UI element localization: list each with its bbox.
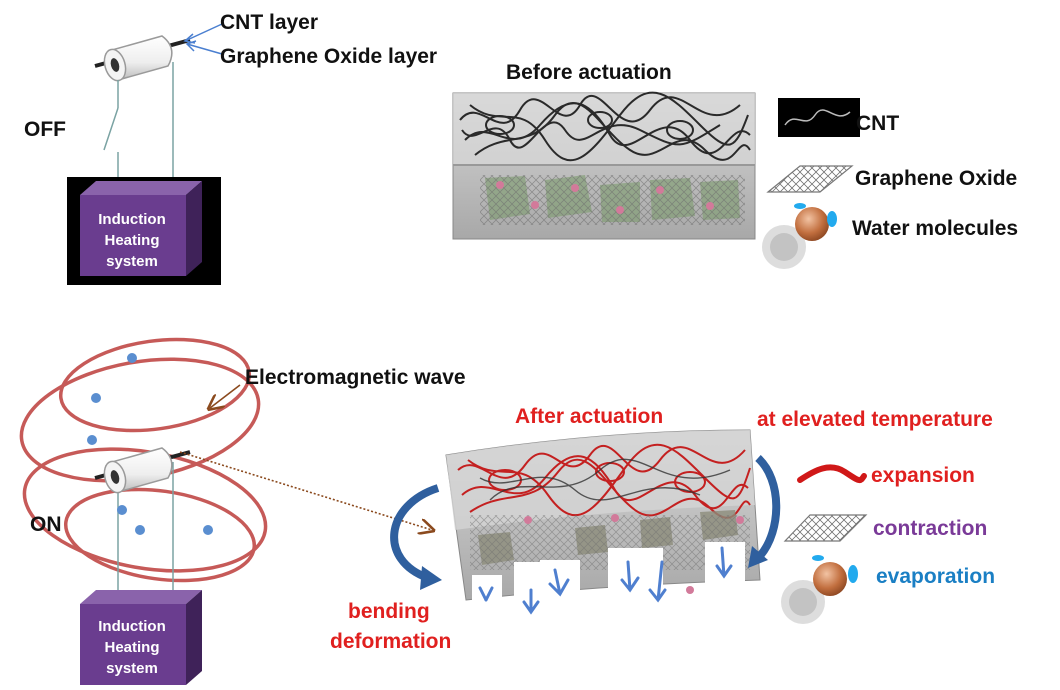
contraction-icon: [783, 514, 868, 542]
heater-label-top: Induction Heating system: [98, 211, 166, 270]
bending-arrow-left: [390, 484, 442, 590]
tube-actuator-top: [103, 35, 173, 82]
after-slab: [445, 429, 761, 601]
elevated-temperature-title: at elevated temperature: [757, 408, 993, 431]
open-switch: [103, 107, 119, 151]
evaporation-icon: [781, 555, 858, 624]
evaporation-arrows: [472, 542, 745, 617]
after-actuation-title: After actuation: [515, 405, 664, 428]
legend-water-molecules-label: Water molecules: [852, 217, 1019, 240]
heater-box-top: [67, 177, 221, 285]
cnt-layer-label: CNT layer: [220, 11, 319, 34]
cnt-layer-pointer: [183, 23, 223, 55]
before-actuation-title: Before actuation: [506, 61, 672, 84]
off-circuit: [94, 35, 191, 180]
heater-box-bottom: [80, 590, 202, 685]
legend-cnt-icon: [778, 98, 860, 137]
legend-cnt-label: CNT: [856, 112, 900, 135]
before-slab: [452, 91, 756, 240]
graphene-oxide-layer-label: Graphene Oxide layer: [220, 45, 438, 68]
wave-particles: [87, 353, 213, 535]
legend-graphene-oxide-label: Graphene Oxide: [855, 167, 1018, 190]
bending-arrow-right: [748, 455, 781, 568]
electromagnetic-wave-label: Electromagnetic wave: [245, 366, 466, 389]
wave-pointer: [210, 384, 241, 408]
legend-graphene-icon: [766, 165, 854, 193]
evaporation-label: evaporation: [876, 565, 996, 588]
expansion-icon: [797, 464, 867, 484]
cnt-network: [459, 91, 751, 162]
contraction-label: contraction: [873, 517, 988, 540]
on-state-label: ON: [30, 513, 62, 536]
bending-label-line2: deformation: [330, 630, 452, 653]
go-sheets: [480, 175, 745, 225]
legend-water-icon: [762, 203, 837, 269]
off-state-label: OFF: [24, 118, 66, 141]
on-circuit: [94, 447, 191, 590]
heater-label-bottom: Induction Heating system: [98, 618, 166, 677]
tube-actuator-bottom: [103, 447, 173, 494]
expansion-label: expansion: [871, 464, 975, 487]
zoom-pointer: [179, 451, 432, 530]
bending-label-line1: bending: [348, 600, 430, 623]
